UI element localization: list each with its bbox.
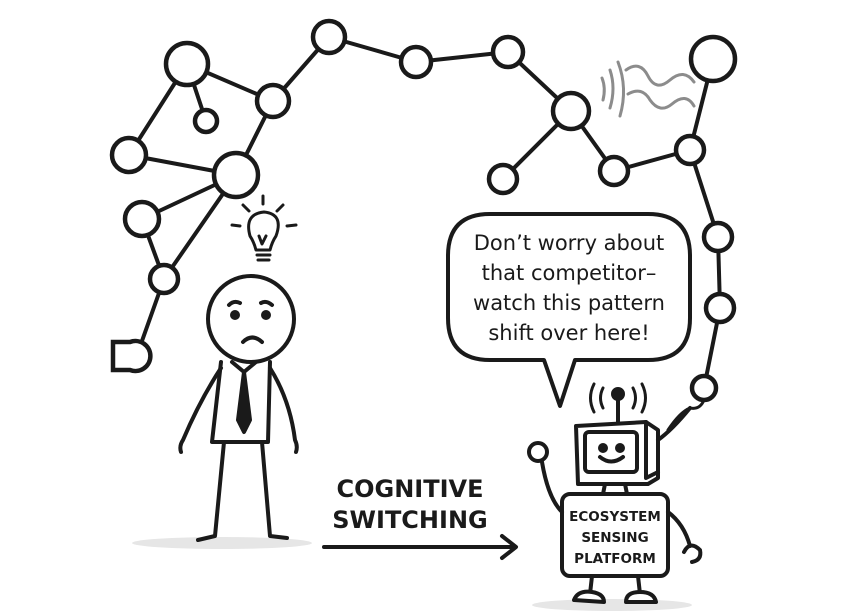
network-node	[122, 199, 162, 239]
network-node	[310, 18, 348, 56]
speech-line-2: that competitor–	[482, 261, 657, 285]
network-nodes	[109, 18, 738, 403]
antenna-signal-icon	[589, 382, 647, 414]
network-node	[550, 90, 592, 132]
person-tie	[236, 370, 252, 434]
speech-bubble-outline	[446, 212, 692, 408]
person-shadow	[132, 537, 312, 549]
right-arrow-icon	[322, 534, 518, 560]
robot-shadow	[532, 599, 692, 611]
arrow-label-line-1: COGNITIVE	[337, 475, 484, 503]
person-right-eyebrow	[259, 299, 274, 307]
network-graph	[109, 18, 738, 432]
person-left-leg	[196, 440, 226, 542]
network-node	[254, 82, 292, 120]
worried-person	[178, 274, 299, 542]
robot-label-line-3: PLATFORM	[574, 551, 656, 567]
speech-line-4: shift over here!	[488, 321, 649, 345]
lightbulb-icon	[230, 194, 298, 262]
network-node	[688, 34, 738, 84]
network-node	[192, 107, 220, 135]
person-left-eyebrow	[227, 299, 242, 307]
person-left-arm	[178, 366, 223, 454]
network-node	[689, 373, 719, 403]
robot-right-foot	[624, 590, 658, 604]
arrow-label-line-2: SWITCHING	[332, 506, 487, 534]
network-node	[163, 40, 211, 88]
robot-label-line-1: ECOSYSTEM	[569, 509, 661, 525]
robot-label-line-2: SENSING	[581, 530, 648, 546]
network-node	[597, 154, 631, 188]
robot: ECOSYSTEM SENSING PLATFORM	[527, 382, 703, 604]
network-node	[701, 220, 735, 254]
robot-right-arm	[666, 510, 692, 548]
robot-left-hand	[527, 441, 549, 463]
person-head	[206, 274, 296, 364]
network-node	[486, 162, 520, 196]
network-node	[211, 150, 261, 200]
person-right-arm	[268, 366, 299, 454]
network-node	[110, 338, 153, 374]
robot-right-hand	[682, 543, 703, 564]
robot-body	[560, 492, 670, 578]
person-mouth	[241, 335, 264, 344]
person-torso	[210, 360, 272, 444]
speech-line-3: watch this pattern	[473, 291, 665, 315]
person-left-eye	[230, 310, 240, 320]
robot-screen	[583, 430, 639, 474]
robot-left-foot	[572, 589, 606, 604]
network-node	[147, 262, 181, 296]
signal-waves	[600, 60, 696, 118]
network-node	[398, 44, 434, 80]
speech-line-1: Don’t worry about	[474, 231, 665, 255]
person-right-leg	[260, 440, 289, 540]
robot-left-arm	[540, 460, 564, 514]
person-right-eye	[261, 310, 271, 320]
network-node	[109, 135, 149, 175]
speech-bubble: Don’t worry about that competitor– watch…	[446, 212, 692, 408]
network-node	[490, 34, 526, 70]
network-node	[673, 133, 707, 167]
robot-smile	[598, 455, 625, 464]
network-node	[703, 291, 737, 325]
cognitive-switching-label: COGNITIVE SWITCHING	[332, 475, 487, 534]
